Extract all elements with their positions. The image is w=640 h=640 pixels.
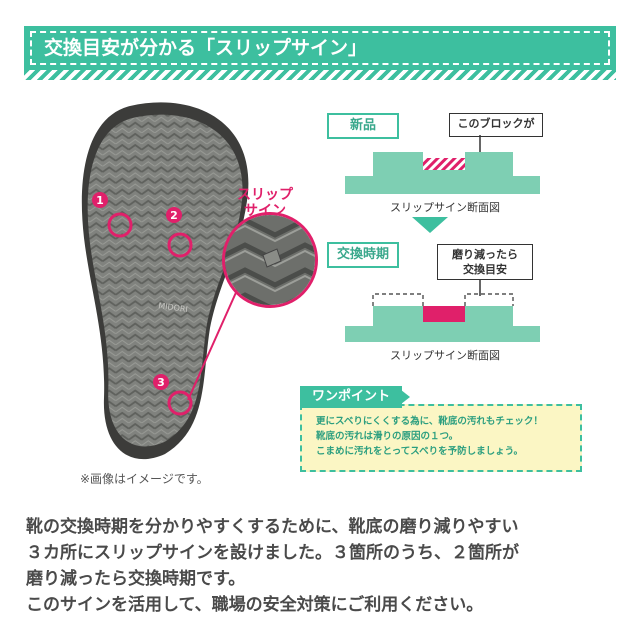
header-banner-stripe [24, 70, 616, 80]
block-profile-new [345, 152, 540, 194]
callout-block: このブロックが [449, 113, 543, 137]
description-text: 靴の交換時期を分かりやすくするために、靴底の磨り減りやすい ３カ所にスリップサイ… [26, 514, 519, 618]
slip-block-exposed [423, 306, 465, 322]
marker-number-3: 3 [157, 376, 165, 389]
header-banner-dashed-border [30, 31, 610, 65]
worn-outline-left [372, 293, 424, 306]
one-point-line-1: 更にスベりにくくする為に、靴底の汚れもチェック！ [316, 416, 543, 427]
tag-new: 新品 [327, 113, 399, 139]
caption-new: スリップサイン断面図 [390, 201, 500, 214]
description-line-2: ３カ所にスリップサインを設けました。３箇所のうち、２箇所が [26, 543, 519, 563]
callout-wear: 磨り減ったら 交換目安 [437, 244, 533, 280]
one-point-line-3: こまめに汚れをとってスベりを予防しましょう。 [316, 446, 524, 457]
one-point-title-tail [396, 386, 410, 408]
slip-sign-circle-3 [167, 390, 193, 416]
arrow-down-icon [412, 217, 448, 233]
slip-sign-circle-2 [167, 232, 193, 258]
slip-sign-zoom-image [222, 212, 318, 308]
marker-badge-3 [153, 374, 169, 390]
banner-title: 交換目安が分かる「スリップサイン」 [44, 37, 368, 59]
marker-badge-2 [166, 207, 182, 223]
zoom-leader-line [187, 287, 239, 401]
description-line-4: このサインを活用して、職場の安全対策にご利用ください。 [26, 595, 484, 615]
one-point-line-2: 靴底の汚れは滑りの原因の１つ。 [316, 431, 459, 442]
slip-sign-circle-1 [107, 212, 133, 238]
marker-number-1: 1 [96, 194, 104, 207]
block-profile-worn [345, 306, 540, 342]
caption-worn: スリップサイン断面図 [390, 349, 500, 362]
description-line-1: 靴の交換時期を分かりやすくするために、靴底の磨り減りやすい [26, 517, 519, 537]
cross-section-worn [345, 280, 540, 342]
tag-replacement-time: 交換時期 [327, 242, 399, 268]
one-point-box [300, 404, 582, 472]
marker-number-2: 2 [170, 209, 178, 222]
cross-section-new [345, 135, 540, 194]
shoe-sole-image: MIDORI 1 2 3 [70, 98, 260, 464]
worn-outline-right [464, 293, 514, 306]
brand-text: MIDORI [158, 301, 189, 314]
image-note: ※画像はイメージです。 [80, 472, 209, 486]
one-point-title: ワンポイント [300, 386, 402, 408]
description-line-3: 磨り減ったら交換時期です。 [26, 569, 246, 589]
header-banner [24, 26, 616, 70]
slip-block-hatched [423, 158, 465, 170]
one-point-text: 更にスベりにくくする為に、靴底の汚れもチェック！ 靴底の汚れは滑りの原因の１つ。… [316, 414, 543, 459]
marker-badge-1 [92, 192, 108, 208]
